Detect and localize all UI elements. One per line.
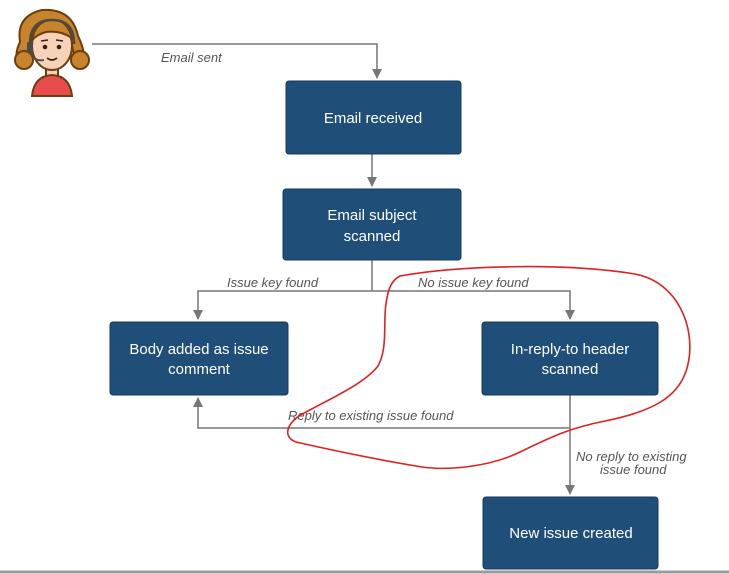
node-subject-scanned-line2: scanned [344, 228, 401, 245]
node-email-received: Email received [285, 80, 462, 155]
label-no-reply-line1: No reply to existing [576, 449, 687, 464]
label-no-issue-key-found: No issue key found [418, 275, 529, 290]
node-body-added-line2: comment [168, 361, 231, 378]
person-icon [14, 8, 90, 97]
label-email-sent: Email sent [161, 50, 223, 65]
connector-no-issue-key-found [372, 290, 575, 320]
label-reply-found: Reply to existing issue found [288, 408, 454, 423]
node-header-scanned-line2: scanned [542, 361, 599, 378]
node-header-scanned-line1: In-reply-to header [511, 341, 629, 358]
node-body-added: Body added as issue comment [109, 321, 289, 396]
connector-email-sent [92, 43, 382, 79]
node-email-received-label: Email received [324, 110, 422, 127]
node-subject-scanned-line1: Email subject [327, 207, 417, 224]
node-subject-scanned: Email subject scanned [282, 188, 462, 261]
connector-reply-found [193, 395, 571, 429]
connector-issue-key-found [193, 290, 372, 320]
label-no-reply-line2: issue found [600, 462, 667, 477]
node-new-issue-label: New issue created [509, 525, 632, 542]
node-body-added-line1: Body added as issue [129, 341, 268, 358]
node-new-issue: New issue created [482, 496, 659, 570]
red-annotation-circle [286, 265, 691, 470]
node-header-scanned: In-reply-to header scanned [481, 321, 659, 396]
label-issue-key-found: Issue key found [227, 275, 319, 290]
